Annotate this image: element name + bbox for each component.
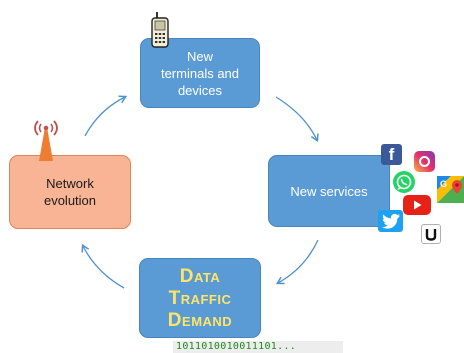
svg-text:G: G <box>440 179 447 189</box>
node-terminals-line: devices <box>177 82 223 98</box>
binary-data-strip: 1011010010011101... <box>173 341 343 353</box>
node-terminals-line: terminals and <box>160 65 240 81</box>
node-network-evolution: Network evolution <box>9 155 131 229</box>
youtube-icon <box>403 195 431 215</box>
node-data-traffic-demand: Data Traffic Demand <box>139 258 261 338</box>
node-network-line: Network <box>46 176 94 191</box>
node-new-terminals: New terminals and devices <box>140 38 260 108</box>
arrow-network-to-terminals <box>84 95 128 137</box>
arrow-terminals-to-services <box>275 96 319 143</box>
antenna-tower-icon <box>29 117 63 161</box>
node-network-line: evolution <box>43 193 97 208</box>
twitter-icon <box>378 210 403 232</box>
uber-icon <box>421 224 441 244</box>
node-terminals-line: New <box>186 48 213 64</box>
node-new-services: New services <box>268 155 390 227</box>
node-traffic-line: Traffic <box>168 287 232 309</box>
node-traffic-line: Data <box>179 265 221 287</box>
google-maps-icon: G <box>437 176 464 203</box>
node-traffic-line: Demand <box>167 309 233 331</box>
arrow-traffic-to-network <box>81 243 125 289</box>
node-services-label: New services <box>290 183 368 199</box>
arrow-services-to-traffic <box>275 239 319 285</box>
instagram-icon <box>414 151 435 172</box>
mobile-phone-icon <box>150 12 170 48</box>
facebook-icon: f <box>381 144 402 165</box>
whatsapp-icon <box>393 171 415 193</box>
